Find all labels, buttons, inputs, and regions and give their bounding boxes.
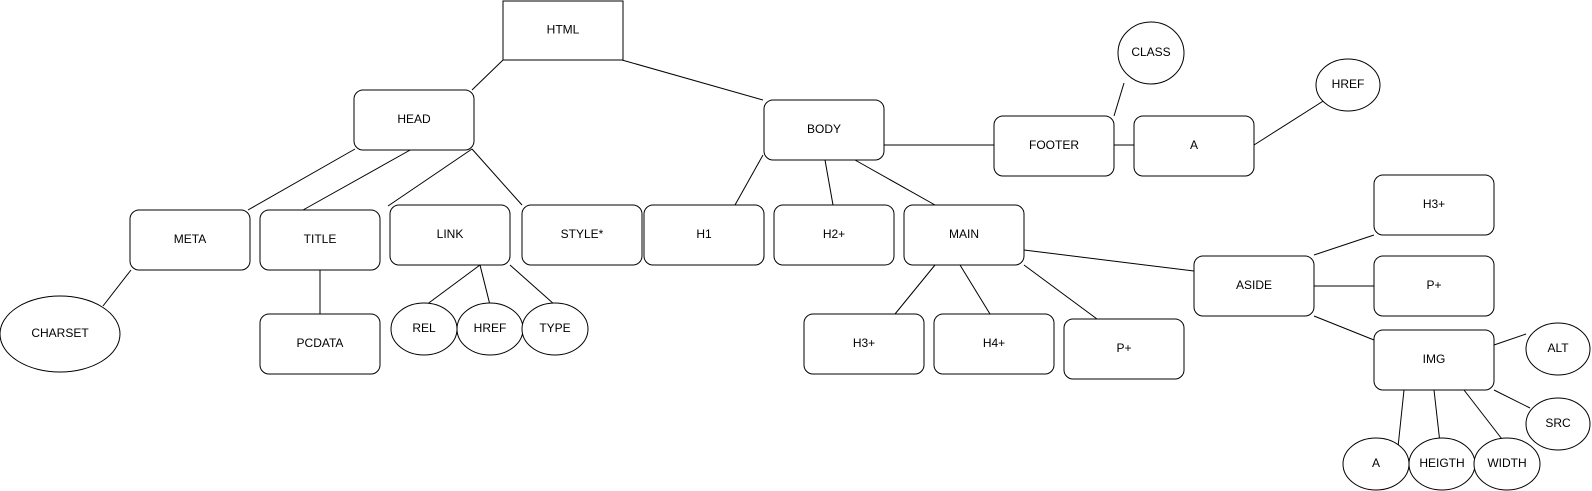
node-label: P+	[1426, 278, 1441, 292]
edge-main-aside	[1023, 249, 1195, 272]
node-footer-class: CLASS	[1117, 21, 1185, 85]
node-label: ALT	[1547, 341, 1569, 355]
node-style: STYLE*	[521, 204, 643, 266]
edge-aside-img	[1313, 315, 1375, 341]
node-label: H2+	[823, 227, 845, 241]
node-aside-p: P+	[1373, 255, 1495, 317]
node-label: PCDATA	[297, 336, 344, 350]
node-label: SRC	[1545, 416, 1571, 430]
node-main: MAIN	[903, 204, 1025, 266]
edge-html-body	[621, 59, 764, 101]
node-label: REL	[412, 321, 436, 335]
edge-aside-h3	[1313, 234, 1375, 256]
edge-link-href	[479, 264, 491, 306]
node-label: A	[1372, 456, 1380, 470]
edge-img-heigth	[1433, 389, 1441, 444]
edge-body-main	[854, 159, 936, 206]
node-meta: META	[129, 209, 251, 271]
edge-head-style	[471, 148, 523, 206]
node-footer-a: A	[1133, 115, 1255, 177]
node-label: P+	[1116, 341, 1131, 355]
node-label: IMG	[1423, 352, 1446, 366]
edge-body-h1	[734, 154, 764, 206]
node-link: LINK	[389, 204, 511, 266]
node-h1: H1	[643, 204, 765, 266]
node-footer: FOOTER	[993, 115, 1115, 177]
edge-body-h2	[824, 159, 834, 206]
node-label: TITLE	[304, 232, 337, 246]
node-label: WIDTH	[1487, 456, 1526, 470]
node-link-href: HREF	[456, 302, 524, 356]
edge-img-a	[1397, 389, 1405, 448]
node-label: CHARSET	[31, 326, 89, 340]
node-label: TYPE	[539, 321, 570, 335]
edge-head-meta	[247, 148, 356, 211]
edge-img-src	[1493, 389, 1531, 409]
node-label: H3+	[853, 336, 875, 350]
node-label: HREF	[474, 321, 507, 335]
node-label: H1	[696, 227, 712, 241]
node-body: BODY	[763, 99, 885, 161]
node-link-type: TYPE	[521, 302, 589, 356]
node-pcdata: PCDATA	[259, 313, 381, 375]
edge-link-type	[509, 264, 556, 306]
node-aside: ASIDE	[1193, 255, 1315, 317]
edge-main-h3	[894, 264, 936, 315]
node-img-src: SRC	[1525, 397, 1591, 451]
node-label: ASIDE	[1236, 278, 1272, 292]
node-meta-charset: CHARSET	[0, 295, 121, 373]
node-img-a: A	[1342, 437, 1410, 491]
node-label: H3+	[1423, 197, 1445, 211]
node-label: A	[1190, 138, 1198, 152]
node-img: IMG	[1373, 329, 1495, 391]
edge-img-width	[1463, 389, 1506, 444]
edge-main-h4	[959, 264, 991, 315]
node-main-h4: H4+	[933, 313, 1055, 375]
node-label: LINK	[437, 227, 464, 241]
node-img-width: WIDTH	[1473, 437, 1541, 491]
node-link-rel: REL	[390, 302, 458, 356]
node-h2: H2+	[773, 204, 895, 266]
edge-html-head	[471, 59, 504, 91]
node-main-p: P+	[1063, 318, 1185, 380]
node-footer-a-href: HREF	[1315, 58, 1381, 112]
node-label: STYLE*	[561, 227, 604, 241]
edge-main-p	[1023, 264, 1098, 320]
edge-link-rel	[425, 264, 481, 306]
node-label: HEIGTH	[1419, 456, 1464, 470]
edge-footer-class	[1113, 82, 1125, 117]
edge-a-href	[1253, 97, 1329, 146]
node-label: HTML	[547, 23, 580, 37]
node-title: TITLE	[259, 209, 381, 271]
node-html: HTML	[502, 0, 624, 61]
node-main-h3: H3+	[803, 313, 925, 375]
node-label: CLASS	[1131, 45, 1170, 59]
node-aside-h3: H3+	[1373, 174, 1495, 236]
edge-head-title	[302, 148, 413, 211]
node-label: HREF	[1332, 77, 1365, 91]
node-img-heigth: HEIGTH	[1408, 437, 1476, 491]
node-label: META	[174, 232, 206, 246]
edge-img-alt	[1493, 333, 1527, 346]
edge-meta-charset	[102, 269, 132, 307]
node-label: H4+	[983, 336, 1005, 350]
node-label: MAIN	[949, 227, 979, 241]
node-label: HEAD	[397, 112, 431, 126]
node-img-alt: ALT	[1525, 322, 1591, 376]
edges	[102, 59, 1531, 448]
node-label: BODY	[807, 122, 841, 136]
edge-head-link	[387, 148, 473, 207]
node-label: FOOTER	[1029, 138, 1079, 152]
node-head: HEAD	[353, 89, 475, 151]
